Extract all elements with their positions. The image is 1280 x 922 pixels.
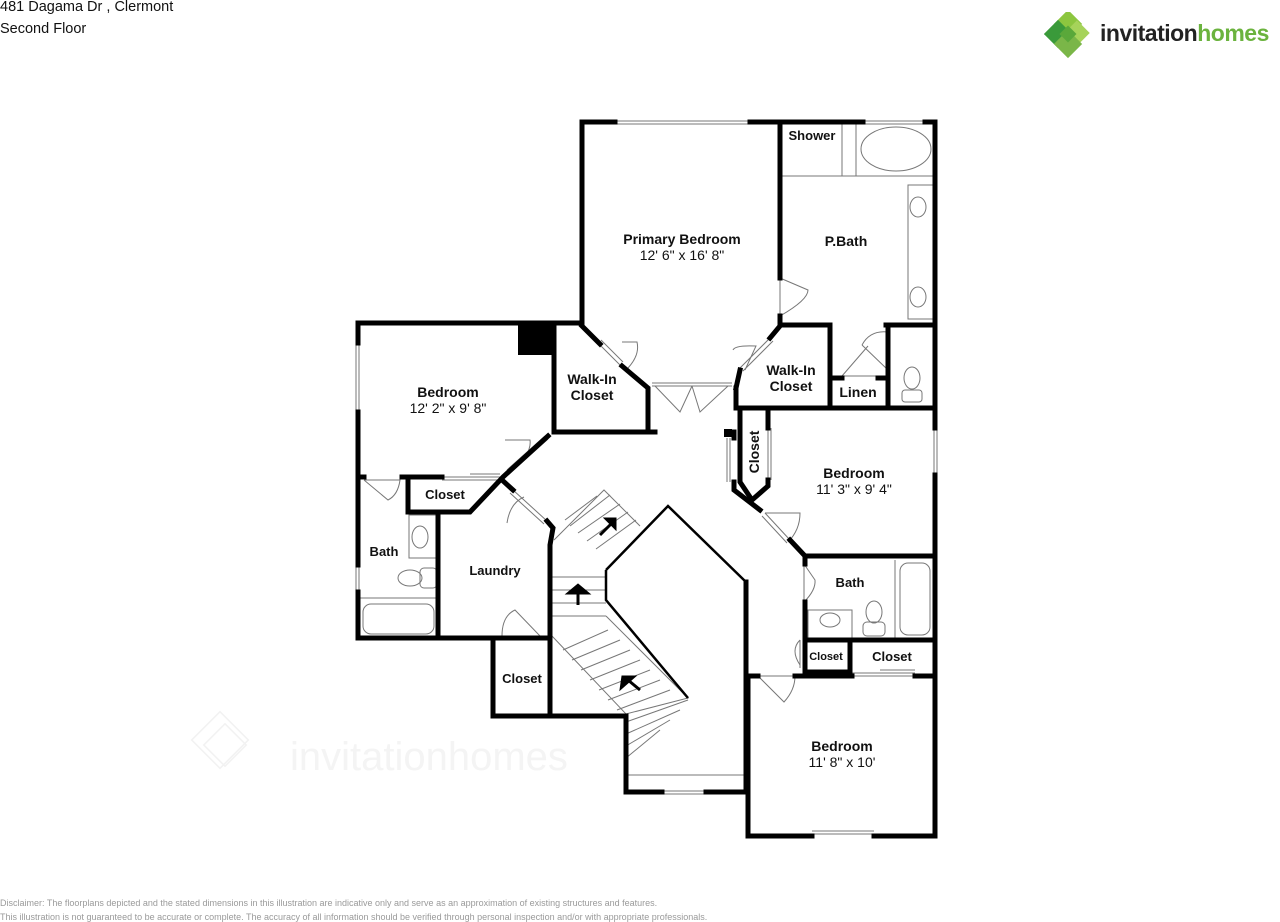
floor-label: Second Floor — [0, 21, 87, 37]
watermark-diamond-icon — [190, 710, 250, 770]
brand-logo: invitationhomes — [1044, 12, 1280, 59]
room-primary-bath: P.Bath — [824, 233, 868, 249]
room-bath-east: Bath — [835, 575, 865, 590]
room-closet-west: Closet — [425, 487, 465, 502]
room-closet-southeast: Closet — [872, 649, 912, 664]
invitation-homes-diamond-logo-icon — [1044, 12, 1090, 59]
disclaimer-line-2: This illustration is not guaranteed to b… — [0, 912, 708, 922]
room-walk-in-closet-east: Walk-In Closet — [766, 362, 816, 394]
room-laundry: Laundry — [469, 563, 521, 578]
room-closet-bedroom-east: Closet — [746, 430, 762, 474]
watermark-logo-text: invitationhomes — [290, 735, 568, 779]
chimney-block — [518, 325, 552, 355]
room-bedroom-west: Bedroom 12' 2" x 9' 8" — [409, 384, 487, 416]
property-address: 481 Dagama Dr , Clermont — [0, 0, 174, 15]
room-bedroom-south: Bedroom 11' 8" x 10' — [808, 738, 876, 770]
room-bath-west: Bath — [369, 544, 399, 559]
room-walk-in-closet-west: Walk-In Closet — [567, 371, 617, 403]
room-primary-bedroom: Primary Bedroom 12' 6" x 16' 8" — [623, 231, 741, 263]
room-shower: Shower — [788, 128, 836, 143]
room-linen: Linen — [839, 384, 877, 400]
room-closet-south: Closet — [502, 671, 542, 686]
disclaimer-line-1: Disclaimer: The floorplans depicted and … — [0, 898, 658, 908]
logo-wordmark: invitationhomes — [1100, 20, 1269, 46]
room-bedroom-east: Bedroom 11' 3" x 9' 4" — [816, 465, 892, 497]
room-closet-small: Closet — [809, 651, 843, 663]
